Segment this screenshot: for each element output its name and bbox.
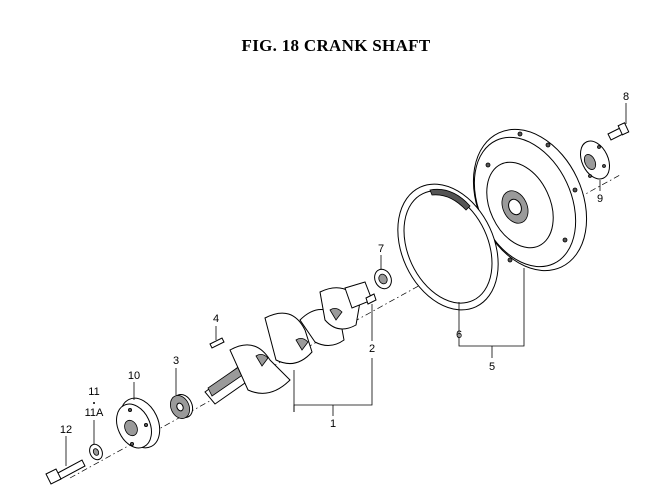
callout-8: 8 [623,91,629,103]
callout-6: 6 [456,329,462,341]
flange-bolt [607,122,630,141]
callout-11: 11 [88,386,99,398]
callout-5: 5 [489,361,495,373]
callout-10: 10 [128,370,140,382]
callout-9: 9 [597,193,603,205]
callout-3: 3 [173,355,179,367]
flange-plate [579,140,611,180]
leader-lines [65,103,627,466]
callout-11-dot [93,402,95,404]
washer [89,443,103,461]
crank-gear [169,393,194,419]
callout-12: 12 [60,424,72,436]
figure-title: FIG. 18 CRANK SHAFT [241,36,431,55]
dowel-pin [365,293,377,305]
crankshaft [204,281,373,405]
pilot-bearing [374,268,392,290]
callout-1: 1 [330,418,336,430]
callout-2: 2 [369,343,375,355]
callout-4: 4 [213,313,219,325]
flywheel [472,128,588,272]
woodruff-key [209,337,225,349]
callout-7: 7 [378,243,384,255]
ring-gear [397,183,499,311]
pulley-bolt [45,459,86,485]
crank-pulley [116,397,161,449]
callout-11a: 11A [85,407,104,419]
